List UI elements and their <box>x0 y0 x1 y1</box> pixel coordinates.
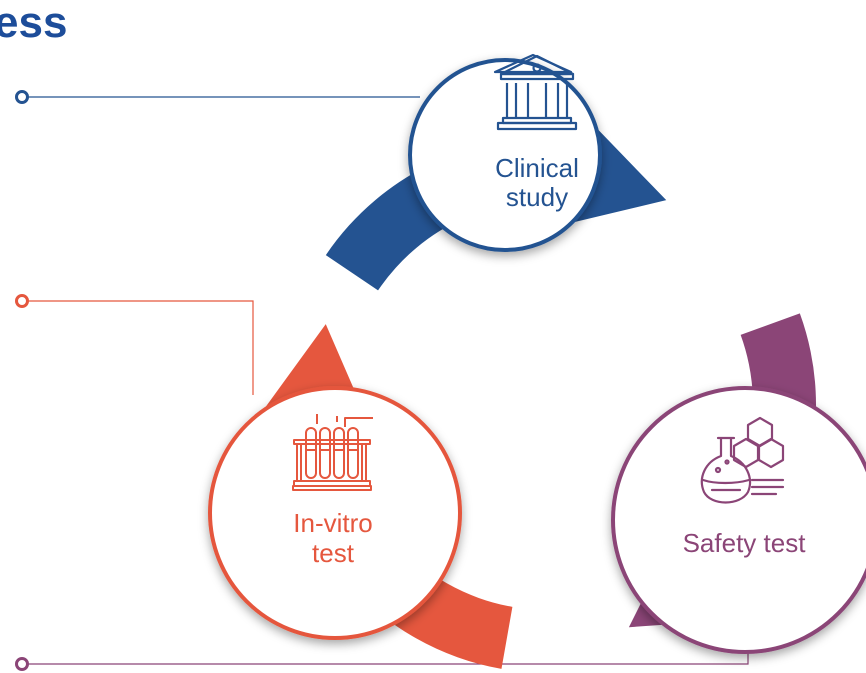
invitro-label-line1: In-vitro <box>293 508 372 538</box>
lab-flask-molecule-icon <box>700 416 785 504</box>
clinical-label-line1: Clinical <box>495 153 579 183</box>
connector-dot-clinical <box>15 90 29 104</box>
partial-title: ess <box>0 0 67 47</box>
node-clinical-study <box>408 58 602 252</box>
node-circle-safety <box>611 386 866 654</box>
node-circle-clinical <box>408 58 602 252</box>
connector-dot-invitro <box>15 294 29 308</box>
invitro-label-line2: test <box>312 538 355 568</box>
connector-clinical <box>15 90 420 104</box>
node-invitro-test <box>208 386 462 640</box>
connector-invitro <box>15 294 254 395</box>
connector-dot-safety <box>15 657 29 671</box>
safety-label-line1: Safety test <box>683 528 807 558</box>
test-tube-rack-icon <box>292 414 373 491</box>
node-safety-test <box>611 386 866 654</box>
bank-building-icon <box>493 53 578 131</box>
node-circle-invitro <box>208 386 462 640</box>
clinical-label-line2: study <box>506 182 568 212</box>
